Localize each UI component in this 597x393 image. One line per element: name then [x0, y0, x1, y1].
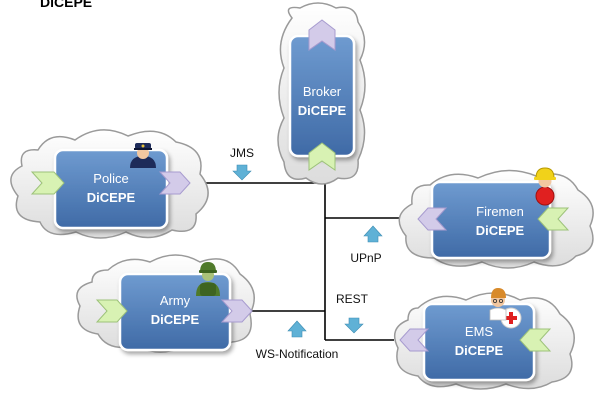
- ems-input-port-icon: [519, 328, 552, 352]
- firemen-input-port-icon: [537, 207, 570, 231]
- army-input-port-icon: [95, 299, 128, 323]
- ems-tag: DiCEPE: [455, 343, 504, 358]
- header-partial-text: DiCEPE: [40, 0, 92, 10]
- ems-output-port-icon: [399, 328, 430, 352]
- upnp-label: UPnP: [350, 251, 381, 265]
- ws-notification-up-arrow-icon: [287, 320, 307, 338]
- firemen-tag: DiCEPE: [476, 223, 525, 238]
- broker-node: Broker DiCEPE: [277, 2, 366, 185]
- protocol-rest: REST: [336, 292, 369, 334]
- ws-notification-label: WS-Notification: [256, 347, 339, 361]
- broker-tag: DiCEPE: [298, 103, 347, 118]
- police-output-port-icon: [158, 171, 191, 195]
- ems-name: EMS: [465, 324, 494, 339]
- firemen-box: [430, 180, 552, 260]
- police-name: Police: [93, 171, 128, 186]
- ems-node: EMS DiCEPE: [393, 288, 575, 390]
- jms-down-arrow-icon: [232, 164, 252, 181]
- jms-label: JMS: [230, 146, 254, 160]
- police-input-port-icon: [30, 171, 65, 195]
- soldier-icon: [196, 262, 220, 296]
- army-output-port-icon: [220, 299, 253, 323]
- army-name: Army: [160, 293, 191, 308]
- army-tag: DiCEPE: [151, 312, 200, 327]
- police-node: Police DiCEPE: [10, 129, 209, 239]
- army-node: Army DiCEPE: [76, 254, 255, 353]
- firemen-name: Firemen: [476, 204, 524, 219]
- protocol-ws-notification: WS-Notification: [256, 320, 339, 361]
- broker-output-port-icon: [308, 19, 336, 51]
- police-tag: DiCEPE: [87, 190, 136, 205]
- upnp-up-arrow-icon: [363, 225, 383, 243]
- firefighter-icon: [534, 167, 556, 206]
- broker-input-port-icon: [308, 142, 336, 171]
- rest-label: REST: [336, 292, 369, 306]
- police-officer-icon: [130, 143, 156, 168]
- doctor-icon: [489, 288, 522, 329]
- broker-name: Broker: [303, 84, 342, 99]
- connection-lines: [190, 180, 408, 341]
- protocol-jms: JMS: [230, 146, 254, 181]
- firemen-node: Firemen DiCEPE: [398, 167, 594, 269]
- rest-down-arrow-icon: [344, 317, 364, 334]
- protocol-upnp: UPnP: [350, 225, 383, 265]
- firemen-output-port-icon: [417, 207, 448, 231]
